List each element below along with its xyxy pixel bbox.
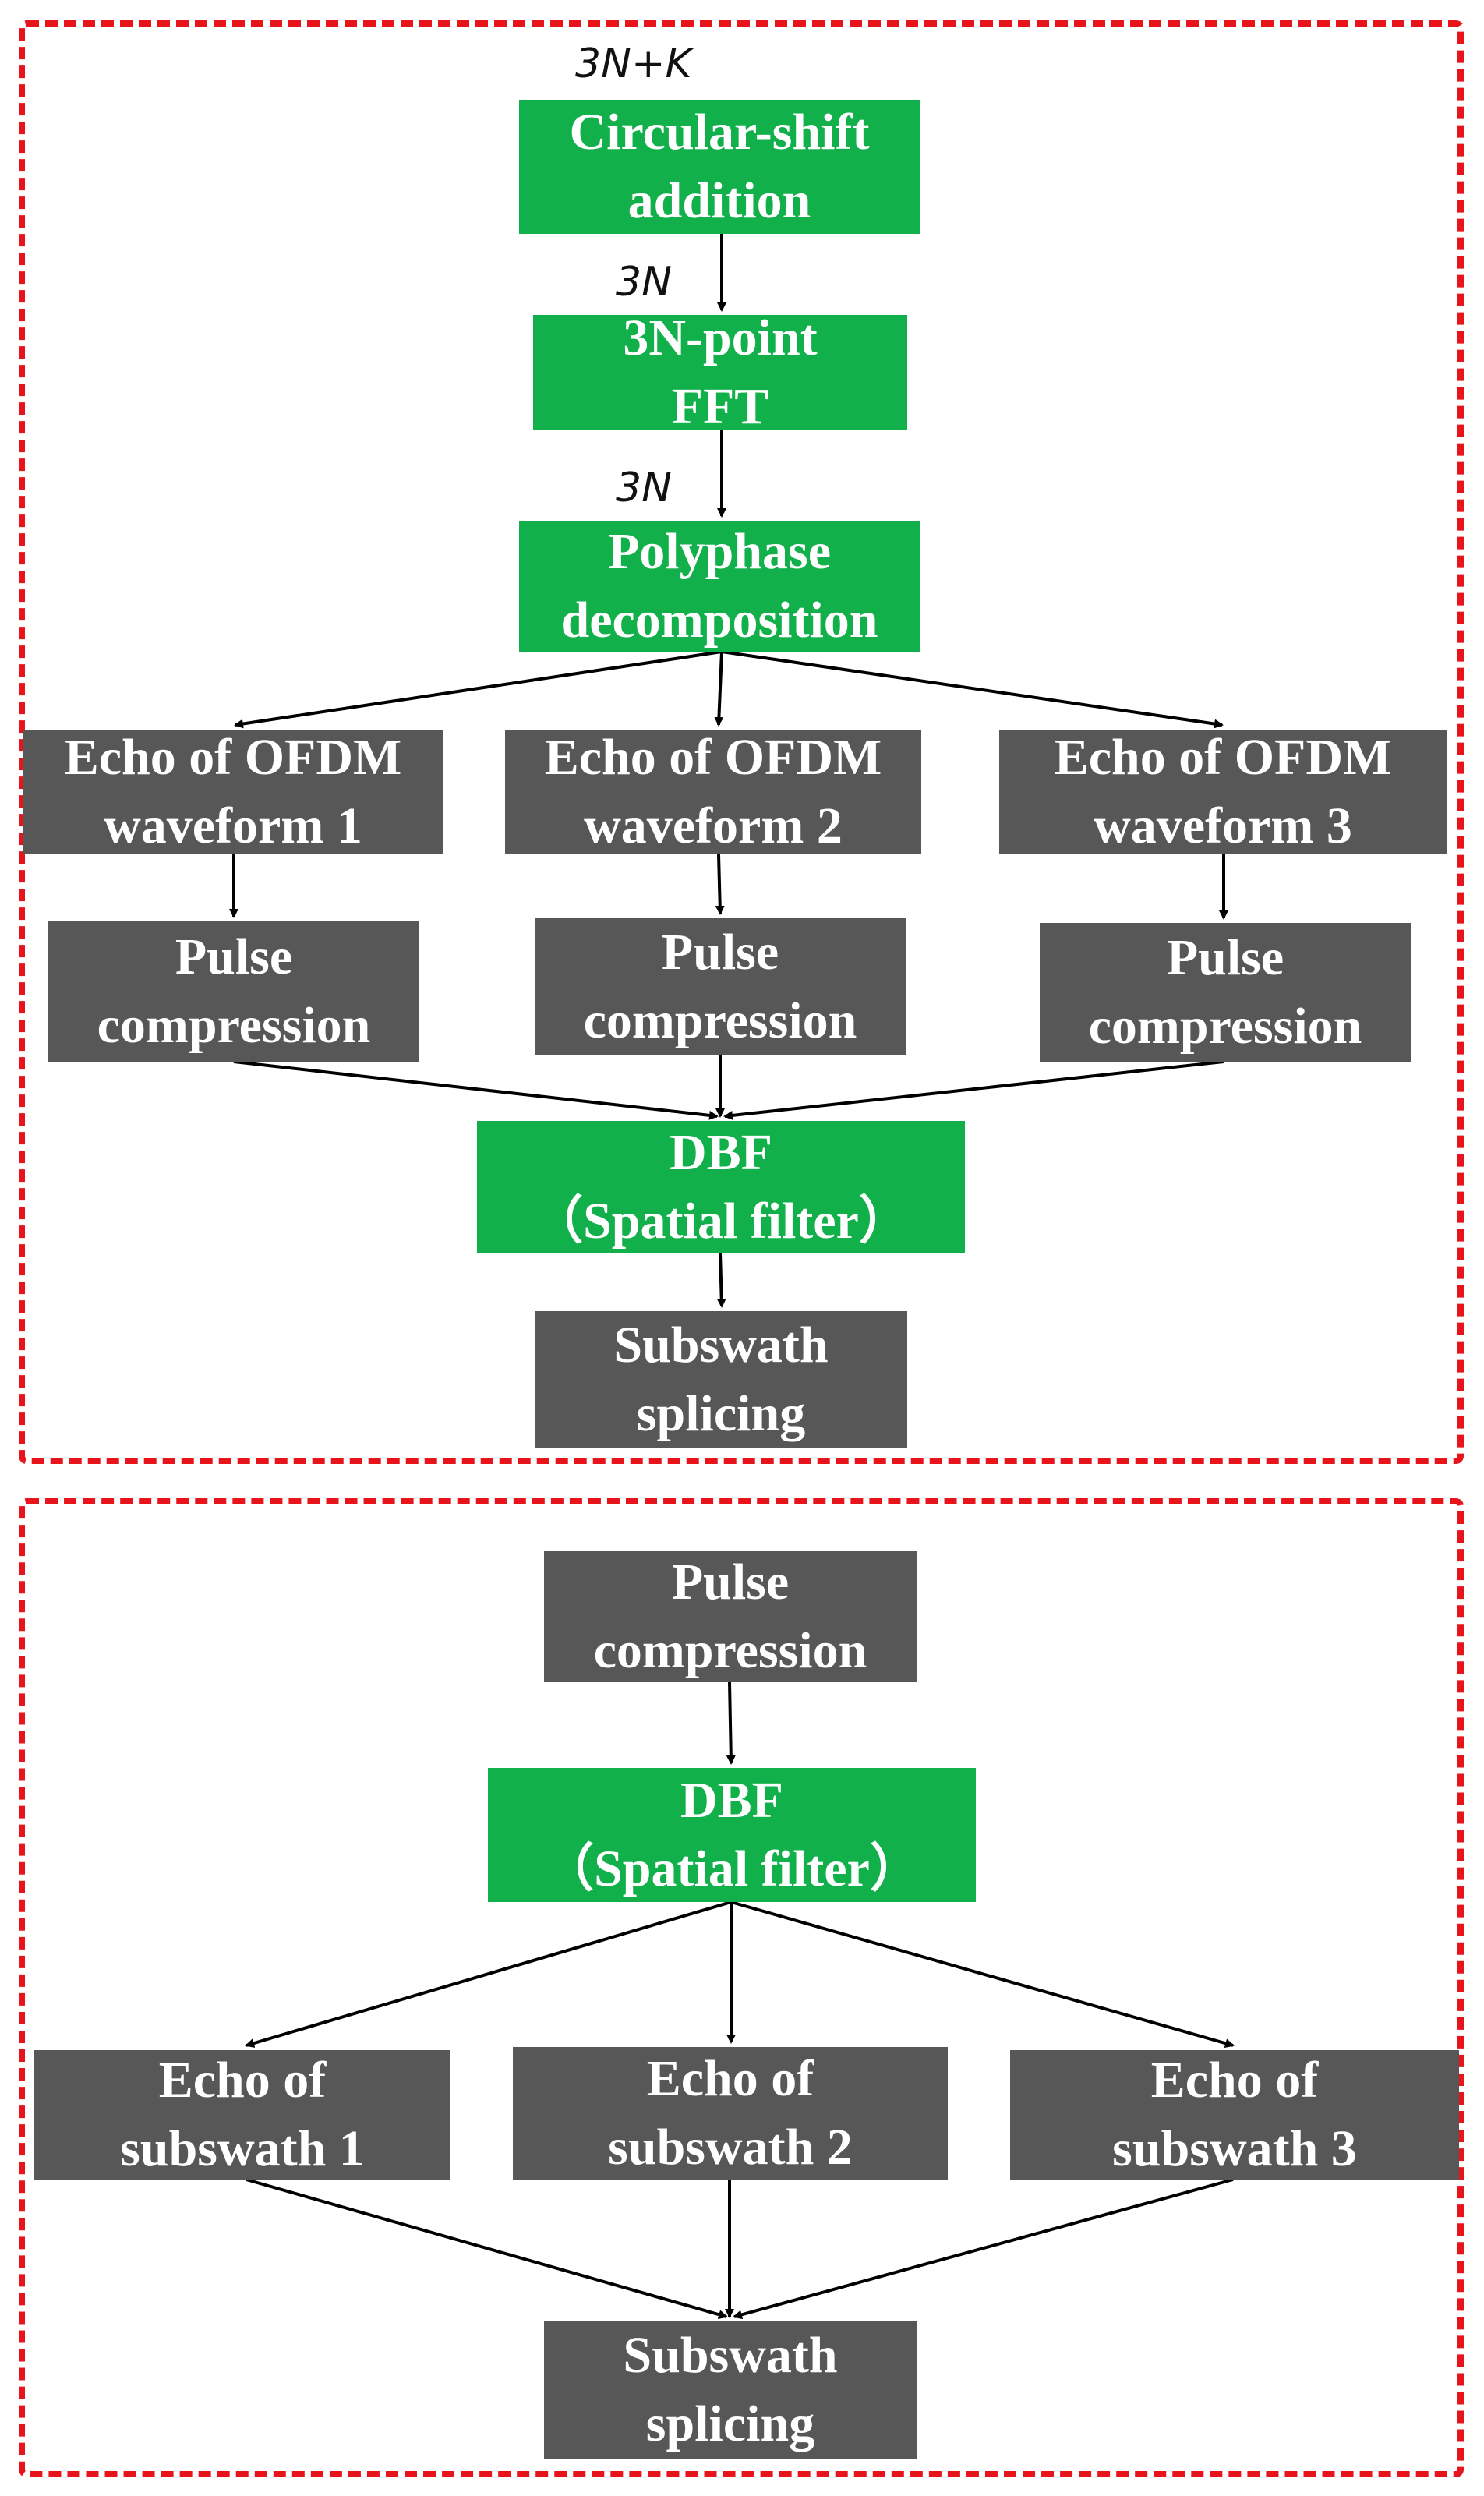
arrow-dbf-to-echo3: [730, 1900, 1235, 2049]
arrow-polyphase-to-echo1: [234, 650, 723, 729]
arrow-dbf-to-echo1: [245, 1900, 732, 2048]
arrow-echo3-to-splicing: [733, 2178, 1234, 2320]
echo-ofdm-waveform-3-box: Echo of OFDM waveform 3: [999, 729, 1447, 854]
arrow-pulse3-to-dbf: [723, 1060, 1224, 1120]
subswath-splicing-box: Subswath splicing: [535, 1311, 907, 1448]
echo-ofdm-waveform-2-box: Echo of OFDM waveform 2: [505, 729, 921, 854]
bottom-section-frame: [19, 1498, 1464, 2477]
label-3n-plus-k: 3N+K: [575, 41, 692, 87]
dbf-spatial-filter-box: DBF （Spatial filter）: [477, 1121, 965, 1253]
arrow-echo2-to-pulse2: [715, 854, 725, 915]
bottom-pulse-compression-box: Pulse compression: [544, 1551, 917, 1682]
label-3n-after-shift: 3N: [616, 259, 672, 306]
polyphase-decomposition-box: Polyphase decomposition: [519, 521, 920, 652]
fft-box: 3N-point FFT: [533, 309, 907, 435]
label-3n-after-fft: 3N: [616, 465, 672, 511]
arrow-polyphase-to-echo2: [714, 651, 724, 727]
echo-subswath-1-box: Echo of subswath 1: [34, 2050, 450, 2180]
pulse-compression-3-box: Pulse compression: [1040, 923, 1411, 1062]
arrow-pulse-to-dbf: [726, 1681, 736, 1765]
arrow-dbf-to-splicing: [716, 1253, 726, 1308]
top-section-frame: [19, 20, 1464, 1464]
echo-subswath-2-box: Echo of subswath 2: [513, 2047, 948, 2180]
pulse-compression-2-box: Pulse compression: [535, 918, 906, 1055]
circular-shift-addition-box: Circular-shift addition: [519, 100, 920, 234]
echo-ofdm-waveform-1-box: Echo of OFDM waveform 1: [23, 729, 443, 854]
arrow-pulse1-to-dbf: [233, 1060, 719, 1120]
bottom-subswath-splicing-box: Subswath splicing: [544, 2321, 917, 2459]
pulse-compression-1-box: Pulse compression: [48, 921, 419, 1062]
bottom-dbf-spatial-filter-box: DBF （Spatial filter）: [488, 1768, 976, 1902]
arrow-polyphase-to-echo3: [721, 650, 1224, 729]
arrow-echo1-to-splicing: [246, 2178, 728, 2320]
echo-subswath-3-box: Echo of subswath 3: [1010, 2050, 1459, 2180]
